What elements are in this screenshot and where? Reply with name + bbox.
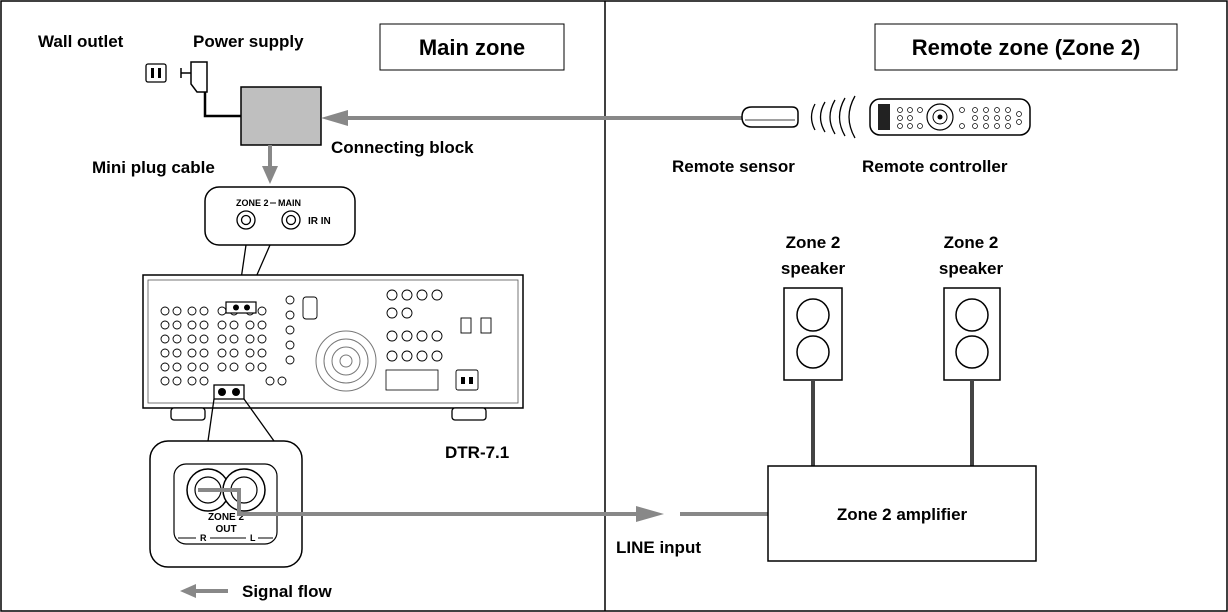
zone2-out-label-1: ZONE 2	[208, 512, 245, 523]
zone2-speaker-left-label-2: speaker	[781, 259, 846, 278]
wall-outlet-icon	[145, 63, 167, 83]
zone2-speaker-left-label-1: Zone 2	[786, 233, 841, 252]
zone2-amplifier-label: Zone 2 amplifier	[837, 505, 968, 524]
zone2-out-l-label: L	[250, 533, 256, 543]
remote-sensor-icon	[741, 106, 799, 128]
signal-flow-label: Signal flow	[242, 582, 333, 601]
main-zone-title-box: Main zone	[379, 23, 565, 71]
ir-waves-icon	[810, 95, 856, 139]
signal-flow-legend: Signal flow	[180, 582, 333, 601]
power-supply-icon	[180, 61, 208, 93]
ir-in-callout: ZONE 2 MAIN IR IN	[204, 186, 356, 301]
connecting-block	[240, 86, 322, 146]
ir-zone2-label: ZONE 2	[236, 198, 269, 208]
zone2-audio-arrowhead	[636, 506, 664, 522]
power-cord	[203, 92, 241, 118]
zone2-audio-cable	[198, 488, 640, 516]
power-supply-label: Power supply	[193, 32, 304, 51]
ir-main-label: MAIN	[278, 198, 301, 208]
zone2-speaker-right	[943, 287, 1001, 381]
wall-outlet-label: Wall outlet	[38, 32, 124, 51]
remote-controller-label: Remote controller	[862, 157, 1008, 176]
receiver-rear-panel	[142, 274, 524, 421]
line-input-label: LINE input	[616, 538, 701, 557]
connecting-block-label: Connecting block	[331, 138, 474, 157]
mini-plug-cable-label: Mini plug cable	[92, 158, 215, 177]
zone2-speaker-left	[783, 287, 843, 381]
remote-sensor-label: Remote sensor	[672, 157, 795, 176]
zone2-out-r-label: R	[200, 533, 207, 543]
ir-in-label: IR IN	[308, 216, 331, 227]
zone2-out-callout: ZONE 2 OUT R L	[149, 398, 303, 568]
zone2-amplifier: Zone 2 amplifier	[767, 465, 1037, 562]
receiver-model-label: DTR-7.1	[445, 443, 509, 462]
mini-plug-arrowhead	[262, 166, 278, 184]
zone2-out-label-2: OUT	[215, 524, 236, 535]
remote-zone-title-box: Remote zone (Zone 2)	[874, 23, 1178, 71]
zone2-speaker-right-label-1: Zone 2	[944, 233, 999, 252]
main-zone-title: Main zone	[419, 35, 525, 60]
remote-controller-icon	[869, 98, 1031, 136]
zone2-speaker-right-label-2: speaker	[939, 259, 1004, 278]
remote-zone-title: Remote zone (Zone 2)	[912, 35, 1141, 60]
ir-signal-arrowhead	[321, 110, 348, 126]
signal-flow-arrow-icon	[180, 584, 196, 598]
